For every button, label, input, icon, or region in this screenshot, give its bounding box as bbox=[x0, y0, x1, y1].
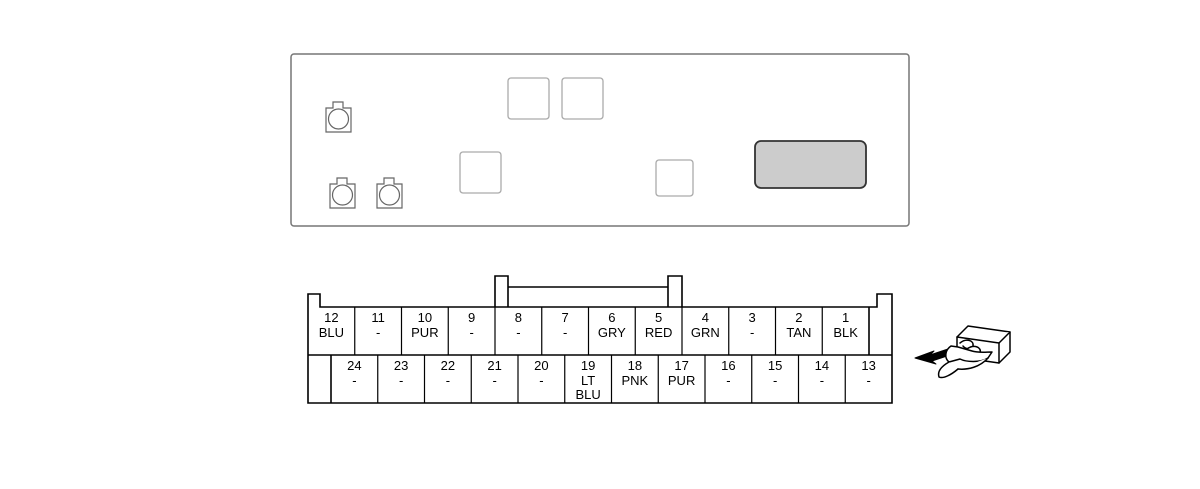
pin-cell-22: 22- bbox=[423, 355, 455, 403]
pin-wire-color: - bbox=[352, 373, 356, 388]
pin-wire-color: - bbox=[750, 325, 754, 340]
pad-lower-left bbox=[459, 151, 502, 194]
component-panel bbox=[290, 53, 910, 227]
pin-cell-14: 14- bbox=[797, 355, 829, 403]
pin-wire-color: - bbox=[866, 373, 870, 388]
pin-wire-color: PNK bbox=[622, 373, 649, 388]
pin-number: 4 bbox=[702, 310, 709, 325]
pin-number: 10 bbox=[418, 310, 432, 325]
display-window bbox=[754, 140, 867, 189]
pin-wire-color: - bbox=[563, 325, 567, 340]
pin-cell-8: 8- bbox=[494, 307, 522, 355]
pin-number: 15 bbox=[768, 358, 782, 373]
pin-wire-color: GRN bbox=[691, 325, 720, 340]
pin-number: 1 bbox=[842, 310, 849, 325]
pin-wire-color: - bbox=[399, 373, 403, 388]
pad-upper-right bbox=[561, 77, 604, 120]
pin-cell-24: 24- bbox=[347, 358, 361, 388]
pin-wire-color: PUR bbox=[411, 325, 438, 340]
pin-number: 23 bbox=[394, 358, 408, 373]
pin-wire-color: - bbox=[820, 373, 824, 388]
pin-wire-color: - bbox=[726, 373, 730, 388]
pin-number: 5 bbox=[655, 310, 662, 325]
pin-number: 3 bbox=[749, 310, 756, 325]
pin-number: 18 bbox=[628, 358, 642, 373]
pad-lower-right bbox=[655, 159, 694, 197]
hand-pointing-icon bbox=[914, 325, 1011, 379]
pin-wire-color: - bbox=[539, 373, 543, 388]
pin-wire-color: PUR bbox=[668, 373, 695, 388]
pin-wire-color: BLK bbox=[833, 325, 858, 340]
pin-number: 14 bbox=[815, 358, 829, 373]
pin-cell-16: 16- bbox=[704, 355, 736, 403]
pin-number: 13 bbox=[861, 358, 875, 373]
pin-number: 24 bbox=[347, 358, 361, 373]
pin-wire-color: - bbox=[469, 325, 473, 340]
pin-cell-13: 13- bbox=[844, 355, 876, 403]
pin-cell-11: 11- bbox=[354, 307, 385, 355]
pin-cell-21: 21- bbox=[470, 355, 502, 403]
connector-bottom-row: 24-23-22-21-20-19LTBLU18PNK17PUR16-15-14… bbox=[347, 355, 876, 403]
pin-wire-color: GRY bbox=[598, 325, 626, 340]
terminal-top-left bbox=[325, 101, 352, 133]
pin-wire-color: LT bbox=[581, 373, 595, 388]
pin-number: 11 bbox=[371, 310, 385, 325]
pin-wire-color: RED bbox=[645, 325, 672, 340]
connector-top-row: 12BLU11-10PUR9-8-7-6GRY5RED4GRN3-2TAN1BL… bbox=[319, 307, 858, 355]
pin-number: 19 bbox=[581, 358, 595, 373]
pin-cell-9: 9- bbox=[447, 307, 475, 355]
terminal-bottom-left bbox=[329, 177, 356, 209]
pad-upper-left bbox=[507, 77, 550, 120]
pin-wire-color: - bbox=[773, 373, 777, 388]
pin-cell-20: 20- bbox=[517, 355, 549, 403]
pin-cell-15: 15- bbox=[751, 355, 782, 403]
pin-wire-color: - bbox=[492, 373, 496, 388]
pin-wire-color: BLU bbox=[575, 387, 600, 402]
pin-wire-color: BLU bbox=[319, 325, 344, 340]
pin-wire-color: TAN bbox=[786, 325, 811, 340]
pin-number: 22 bbox=[441, 358, 455, 373]
pin-number: 6 bbox=[608, 310, 615, 325]
pin-cell-7: 7- bbox=[541, 307, 569, 355]
pin-number: 2 bbox=[795, 310, 802, 325]
pin-number: 20 bbox=[534, 358, 548, 373]
pin-number: 12 bbox=[324, 310, 338, 325]
pin-number: 8 bbox=[515, 310, 522, 325]
pin-number: 21 bbox=[487, 358, 501, 373]
pin-wire-color: - bbox=[446, 373, 450, 388]
pin-number: 16 bbox=[721, 358, 735, 373]
pin-number: 17 bbox=[674, 358, 688, 373]
pin-cell-23: 23- bbox=[377, 355, 408, 403]
pin-wire-color: - bbox=[516, 325, 520, 340]
terminal-bottom-middle bbox=[376, 177, 403, 209]
connector-housing bbox=[307, 275, 893, 404]
pin-cell-3: 3- bbox=[728, 307, 756, 355]
pin-number: 7 bbox=[562, 310, 569, 325]
pin-number: 9 bbox=[468, 310, 475, 325]
pin-wire-color: - bbox=[376, 325, 380, 340]
